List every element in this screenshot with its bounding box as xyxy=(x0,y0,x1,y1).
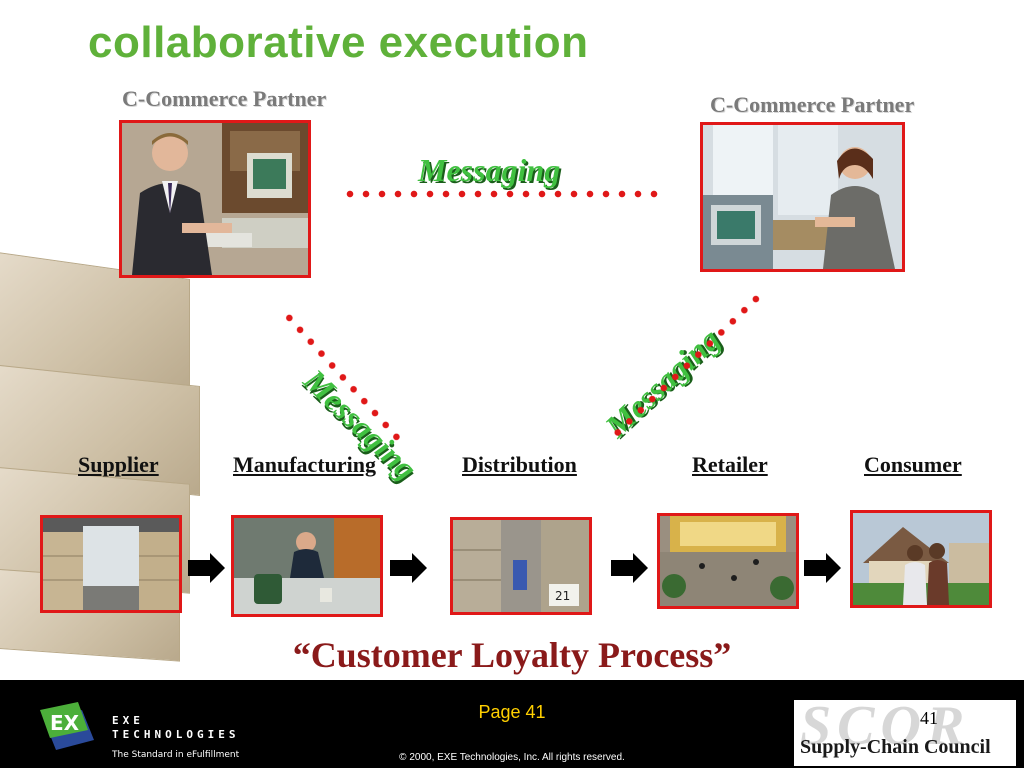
svg-text:EX: EX xyxy=(50,711,80,735)
flow-arrow-icon xyxy=(188,553,225,583)
exe-line-2: TECHNOLOGIES xyxy=(112,728,240,741)
flow-arrow-icon xyxy=(390,553,427,583)
exe-tagline: The Standard in eFulfillment xyxy=(112,750,240,760)
slide-title: collaborative execution xyxy=(88,18,589,67)
stage-label-retailer: Retailer xyxy=(692,452,768,477)
distribution-warehouse-photo: 21 xyxy=(450,517,592,615)
dotted-connector-top xyxy=(342,190,666,198)
partner-photo-right xyxy=(700,122,905,272)
supplier-warehouse-photo xyxy=(40,515,182,613)
messaging-label-top: Messaging xyxy=(418,152,561,188)
svg-text:21: 21 xyxy=(555,589,570,603)
partner-label-left: C-Commerce Partner xyxy=(122,86,327,111)
retailer-mall-photo xyxy=(657,513,799,609)
slide-canvas: collaborative execution C-Commerce Partn… xyxy=(0,18,992,675)
scor-logo: SCOR 41 Supply-Chain Council xyxy=(794,700,1016,766)
page-number: Page 41 xyxy=(478,702,546,722)
consumer-family-photo xyxy=(850,510,992,608)
exe-logo-icon: EX xyxy=(40,702,94,750)
copyright-notice: © 2000, EXE Technologies, Inc. All right… xyxy=(399,752,625,763)
exe-company-name: EXE TECHNOLOGIES xyxy=(112,714,239,742)
partner-photo-left xyxy=(119,120,311,278)
flow-arrow-icon xyxy=(804,553,841,583)
stage-label-distribution: Distribution xyxy=(462,452,577,477)
stage-label-consumer: Consumer xyxy=(864,452,962,477)
scor-slide-number: 41 xyxy=(920,708,938,728)
supply-chain-council-text: Supply-Chain Council xyxy=(800,736,991,758)
exe-line-1: EXE xyxy=(112,714,144,727)
partner-label-right: C-Commerce Partner xyxy=(710,92,915,117)
dotted-connector-right xyxy=(609,293,762,441)
customer-loyalty-caption: “Customer Loyalty Process” xyxy=(292,635,732,675)
stage-label-supplier: Supplier xyxy=(78,452,159,477)
manufacturing-worker-photo xyxy=(231,515,383,617)
stage-label-manufacturing: Manufacturing xyxy=(233,452,376,477)
scor-logo-watermark: SCOR xyxy=(800,700,971,757)
flow-arrow-icon xyxy=(611,553,648,583)
